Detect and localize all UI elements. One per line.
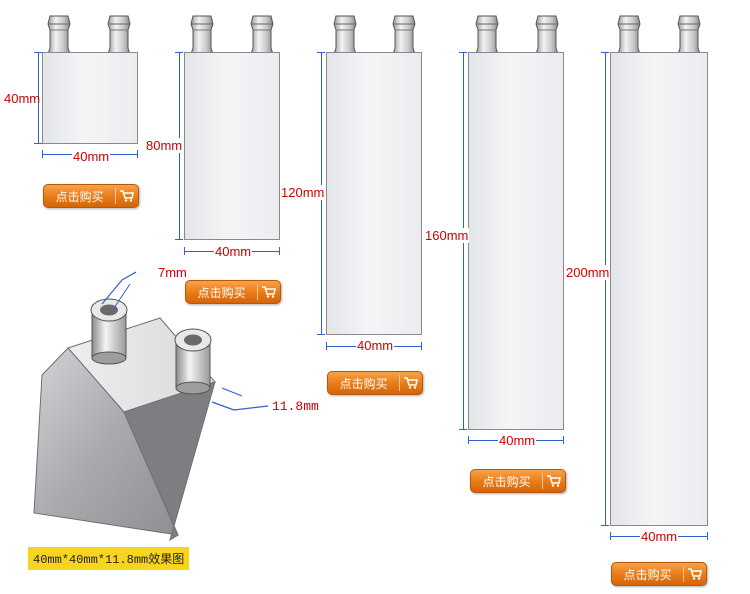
dim-tick bbox=[601, 52, 609, 53]
height-label: 200mm bbox=[565, 265, 611, 280]
nozzle-left bbox=[617, 14, 641, 54]
width-label: 40mm bbox=[356, 338, 395, 353]
width-label: 40mm bbox=[640, 529, 679, 544]
dim-tick bbox=[317, 52, 325, 53]
height-label: 160mm bbox=[424, 228, 470, 243]
buy-button-label: 点击购买 bbox=[339, 376, 388, 391]
dim-tick bbox=[34, 52, 42, 53]
dim-tick bbox=[707, 532, 708, 540]
nozzle-right bbox=[535, 14, 559, 54]
nozzle-right bbox=[392, 14, 416, 54]
cart-icon bbox=[116, 190, 138, 202]
height-dimension-line bbox=[38, 52, 39, 144]
buy-button[interactable]: 点击购买 bbox=[185, 280, 281, 304]
height-dimension-line bbox=[605, 52, 606, 526]
dim-tick bbox=[175, 239, 183, 240]
dim-tick bbox=[421, 342, 422, 350]
nozzle-right bbox=[107, 14, 131, 54]
dim-tick bbox=[279, 247, 280, 255]
dim-tick bbox=[137, 150, 138, 158]
height-label: 80mm bbox=[145, 138, 184, 153]
water-block-3d-illustration bbox=[33, 271, 269, 542]
divider bbox=[683, 566, 685, 582]
dim-tick bbox=[459, 429, 467, 430]
nozzle-right bbox=[250, 14, 274, 54]
buy-button-label: 点击购买 bbox=[482, 474, 531, 489]
block-body bbox=[468, 52, 564, 430]
thickness-label: 11.8mm bbox=[272, 399, 319, 414]
nozzle-left bbox=[333, 14, 357, 54]
height-label: 120mm bbox=[280, 185, 326, 200]
width-label: 40mm bbox=[72, 149, 111, 164]
nozzle-left bbox=[190, 14, 214, 54]
nozzle-diameter-label: 7mm bbox=[158, 265, 187, 280]
dim-tick bbox=[42, 150, 43, 158]
dim-tick bbox=[459, 52, 467, 53]
dim-tick bbox=[184, 247, 185, 255]
width-label: 40mm bbox=[214, 244, 253, 259]
block-body bbox=[184, 52, 280, 240]
buy-button[interactable]: 点击购买 bbox=[43, 184, 139, 208]
dim-tick bbox=[601, 525, 609, 526]
width-label: 40mm bbox=[498, 433, 537, 448]
dim-tick bbox=[610, 532, 611, 540]
block-body bbox=[42, 52, 138, 144]
dim-tick bbox=[468, 436, 469, 444]
buy-button-label: 点击购买 bbox=[197, 285, 246, 300]
block-body bbox=[610, 52, 708, 526]
cart-icon bbox=[543, 475, 565, 487]
buy-button-label: 点击购买 bbox=[55, 189, 104, 204]
divider bbox=[542, 473, 544, 489]
nozzle-left bbox=[47, 14, 71, 54]
buy-button[interactable]: 点击购买 bbox=[611, 562, 707, 586]
cart-icon bbox=[684, 568, 706, 580]
nozzle-left bbox=[475, 14, 499, 54]
dim-tick bbox=[317, 334, 325, 335]
caption-label: 40mm*40mm*11.8mm效果图 bbox=[28, 547, 190, 570]
dim-tick bbox=[563, 436, 564, 444]
divider bbox=[399, 375, 401, 391]
divider bbox=[257, 284, 259, 300]
buy-button-label: 点击购买 bbox=[623, 567, 672, 582]
dim-tick bbox=[326, 342, 327, 350]
buy-button[interactable]: 点击购买 bbox=[470, 469, 566, 493]
dim-tick bbox=[175, 52, 183, 53]
height-label: 40mm bbox=[4, 91, 41, 106]
nozzle-right bbox=[677, 14, 701, 54]
divider bbox=[115, 188, 117, 204]
dim-tick bbox=[34, 143, 42, 144]
cart-icon bbox=[258, 286, 280, 298]
cart-icon bbox=[400, 377, 422, 389]
buy-button[interactable]: 点击购买 bbox=[327, 371, 423, 395]
block-body bbox=[326, 52, 422, 335]
